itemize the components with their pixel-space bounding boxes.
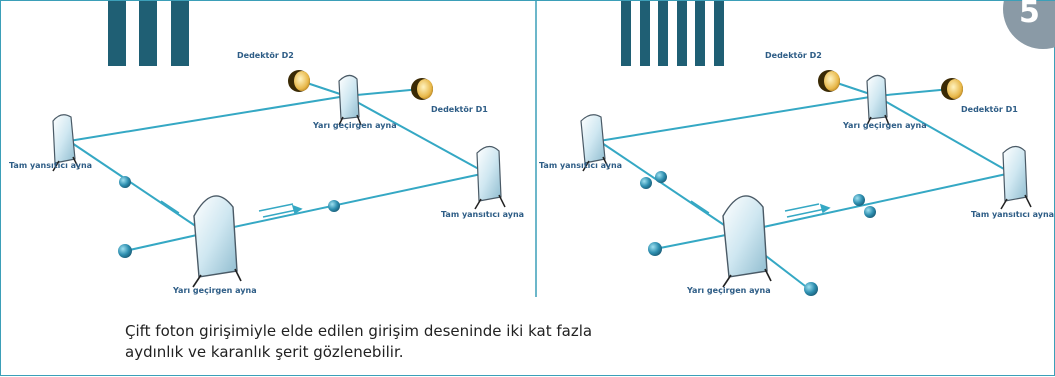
beam — [598, 95, 877, 142]
photon — [864, 206, 876, 218]
left-photons — [118, 176, 340, 258]
right-full-mirror-right — [1000, 145, 1032, 210]
section-badge — [1003, 1, 1055, 49]
label-left-full-mirror: Tam yansıtıcı ayna — [539, 161, 622, 170]
beam — [68, 140, 207, 234]
beam — [345, 88, 422, 97]
right-interference-fringes — [621, 1, 724, 66]
beam — [598, 140, 737, 234]
label-right-full-mirror: Tam yansıtıcı ayna — [441, 210, 524, 219]
label-detector-d2: Dedektör D2 — [765, 51, 822, 60]
photon — [640, 177, 652, 189]
left-panel: Dedektör D2 Dedektör D1 Yarı geçirgen ay… — [9, 1, 524, 295]
left-upper-half-mirror — [338, 74, 362, 126]
beam — [124, 232, 207, 252]
left-beam-paths — [68, 80, 487, 252]
arrow-head — [819, 203, 831, 214]
right-detector-d1 — [941, 78, 963, 100]
fringe-dark-band — [714, 1, 724, 66]
beam — [345, 95, 487, 174]
beam — [875, 88, 952, 97]
right-direction-arrows — [690, 200, 831, 218]
section-badge-number: 5 — [1019, 0, 1040, 30]
beam — [735, 172, 1012, 234]
right-upper-half-mirror — [866, 74, 890, 126]
left-right-full-mirror — [474, 145, 506, 210]
label-right-full-mirror: Tam yansıtıcı ayna — [971, 210, 1054, 219]
arrow — [784, 203, 820, 212]
label-bottom-half-mirror: Yarı geçirgen ayna — [686, 286, 771, 295]
fringe-dark-band — [640, 1, 650, 66]
right-photons — [640, 171, 876, 296]
photon — [853, 194, 865, 206]
right-detector-d2 — [818, 70, 840, 92]
arrow-head — [291, 204, 303, 215]
beam — [68, 95, 347, 142]
right-beam-paths — [598, 80, 1012, 290]
beam — [205, 172, 487, 234]
photon — [118, 244, 132, 258]
fringe-dark-band — [621, 1, 631, 66]
photon — [655, 171, 667, 183]
right-panel: Dedektör D2 Dedektör D1 Yarı geçirgen ay… — [539, 1, 1054, 296]
photon — [328, 200, 340, 212]
fringe-dark-band — [695, 1, 705, 66]
label-detector-d1: Dedektör D1 — [431, 105, 488, 114]
right-full-mirror-left — [580, 114, 610, 172]
fringe-dark-band — [677, 1, 687, 66]
label-detector-d1: Dedektör D1 — [961, 105, 1018, 114]
left-direction-arrows — [160, 200, 303, 218]
label-upper-half-mirror: Yarı geçirgen ayna — [312, 121, 397, 130]
fringe-dark-band — [108, 1, 126, 66]
right-bottom-half-mirror — [722, 195, 772, 288]
left-detector-d2 — [288, 70, 310, 92]
caption-line-1: Çift foton girişimiyle elde edilen giriş… — [125, 322, 593, 340]
fringe-dark-band — [658, 1, 668, 66]
arrow — [160, 200, 180, 214]
label-upper-half-mirror: Yarı geçirgen ayna — [842, 121, 927, 130]
fringe-dark-band — [139, 1, 157, 66]
left-interference-fringes — [108, 1, 189, 66]
beam — [875, 95, 1012, 174]
arrow — [258, 203, 294, 212]
photon — [648, 242, 662, 256]
photon — [804, 282, 818, 296]
left-full-mirror — [52, 114, 80, 172]
caption-line-2: aydınlık ve karanlık şerit gözlenebilir. — [125, 343, 404, 361]
arrow — [786, 208, 826, 218]
left-detector-d1 — [411, 78, 433, 100]
beam — [654, 232, 737, 250]
left-bottom-half-mirror — [192, 195, 242, 288]
fringe-dark-band — [171, 1, 189, 66]
figure-caption: Çift foton girişimiyle elde edilen giriş… — [125, 321, 745, 363]
label-detector-d2: Dedektör D2 — [237, 51, 294, 60]
label-left-full-mirror: Tam yansıtıcı ayna — [9, 161, 92, 170]
arrow — [690, 200, 710, 214]
photon — [119, 176, 131, 188]
label-bottom-half-mirror: Yarı geçirgen ayna — [172, 286, 257, 295]
